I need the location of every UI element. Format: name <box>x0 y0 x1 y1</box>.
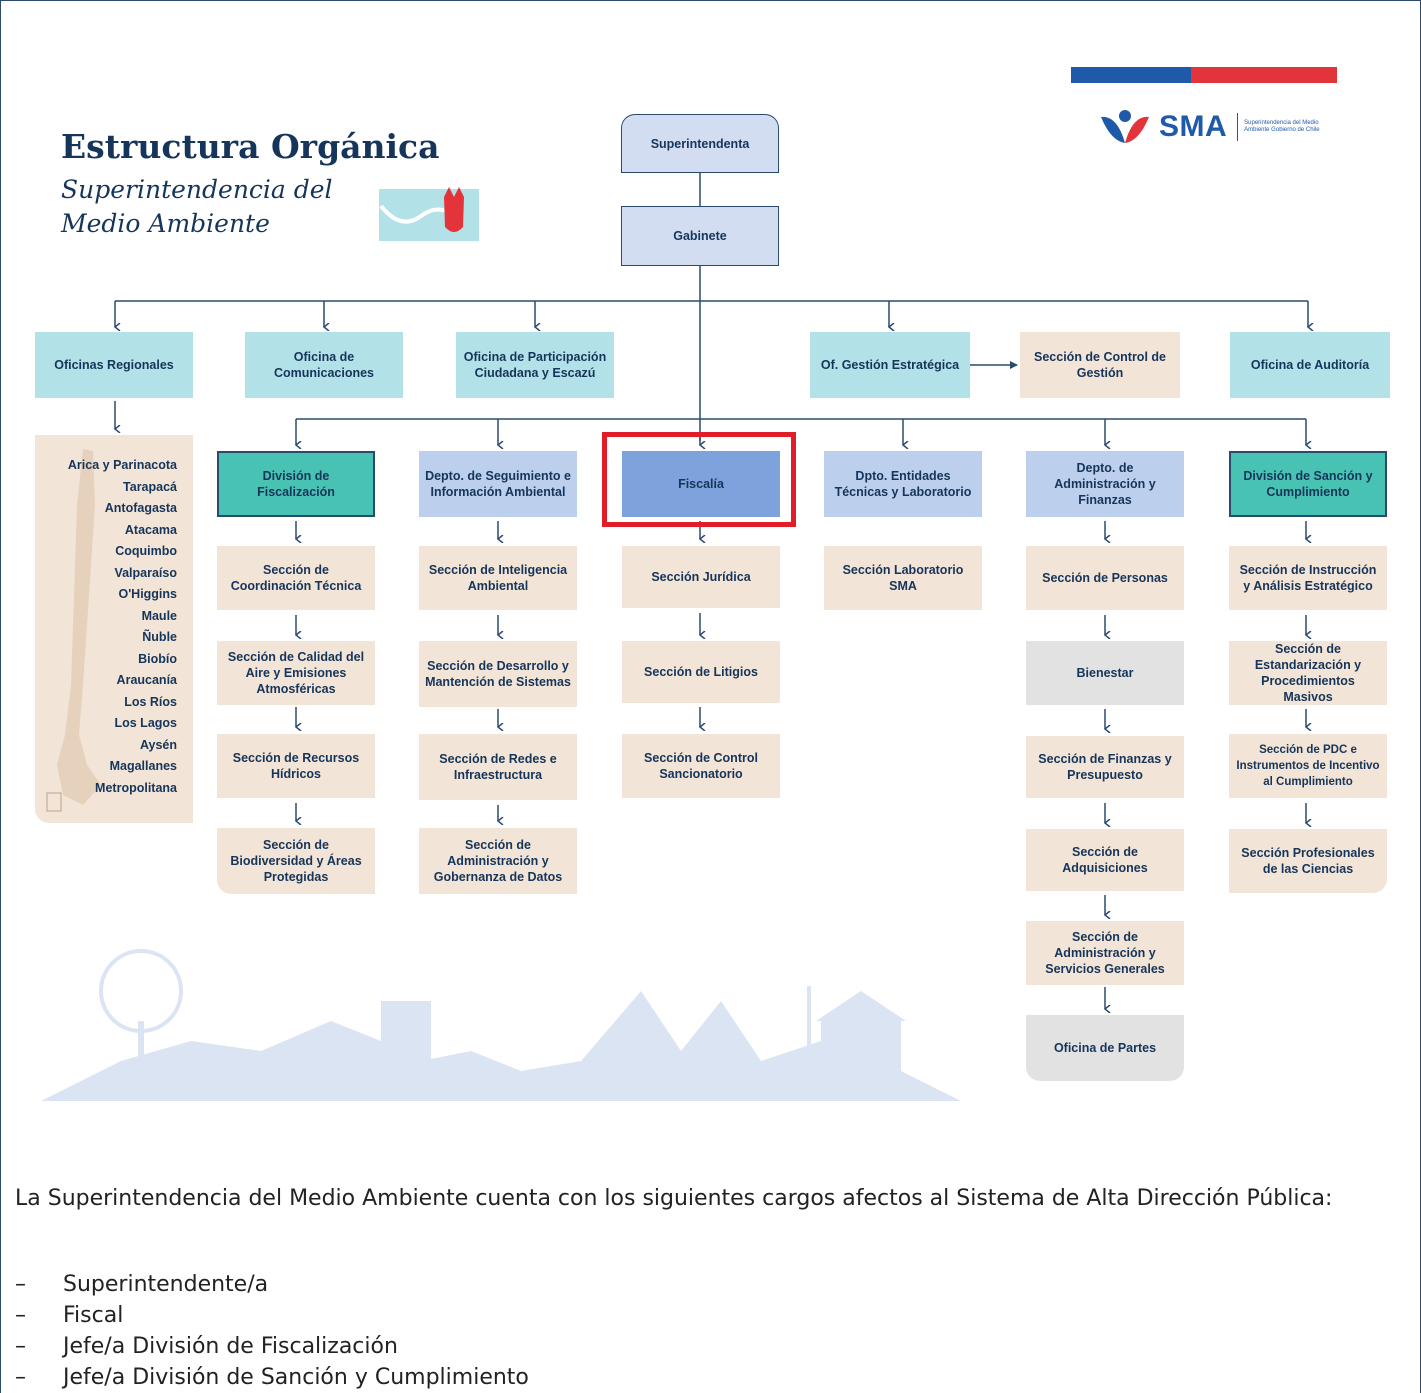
region-item: Biobío <box>138 651 177 666</box>
list-dash: – <box>15 1272 26 1297</box>
list-dash: – <box>15 1334 26 1359</box>
box-seccion-biodiversidad: Sección de Biodiversidad y Áreas Protegi… <box>217 828 375 894</box>
adp-positions-list: – Superintendente/a – Fiscal – Jefe/a Divisió… <box>15 1269 529 1393</box>
page-title: Estructura Orgánica <box>61 127 440 166</box>
box-gestion-estrategica: Of. Gestión Estratégica <box>810 332 970 398</box>
box-seccion-juridica: Sección Jurídica <box>622 546 780 608</box>
adp-position-label: Superintendente/a <box>63 1272 269 1297</box>
adp-position-label: Jefe/a División de Fiscalización <box>63 1334 398 1359</box>
box-seccion-calidad-aire: Sección de Calidad del Aire y Emisiones … <box>217 641 375 705</box>
box-seccion-redes: Sección de Redes e Infraestructura <box>419 734 577 800</box>
region-item: Tarapacá <box>123 479 177 494</box>
adp-position-item: – Jefe/a División de Fiscalización <box>15 1331 529 1362</box>
box-seccion-finanzas: Sección de Finanzas y Presupuesto <box>1026 736 1184 798</box>
box-oficina-partes: Oficina de Partes <box>1026 1015 1184 1081</box>
box-seccion-adquisiciones: Sección de Adquisiciones <box>1026 829 1184 891</box>
box-seccion-inteligencia: Sección de Inteligencia Ambiental <box>419 546 577 610</box>
region-item: Ñuble <box>142 630 177 644</box>
box-depto-administracion: Depto. de Administración y Finanzas <box>1026 451 1184 517</box>
box-division-sancion: División de Sanción y Cumplimiento <box>1229 451 1387 517</box>
region-item: Magallanes <box>109 759 177 773</box>
box-seccion-personas: Sección de Personas <box>1026 546 1184 610</box>
box-seccion-instruccion: Sección de Instrucción y Análisis Estrat… <box>1229 546 1387 610</box>
box-seccion-gobernanza-datos: Sección de Administración y Gobernanza d… <box>419 828 577 894</box>
box-fiscalia: Fiscalía <box>622 451 780 517</box>
region-item: Coquimbo <box>115 544 177 558</box>
adp-position-item: – Jefe/a División de Sanción y Cumplimien… <box>15 1362 529 1393</box>
subtitle-line-2: Medio Ambiente <box>61 209 270 238</box>
chile-map-icon <box>46 449 101 812</box>
region-item: Metropolitana <box>95 780 177 795</box>
region-item: Antofagasta <box>104 501 177 515</box>
box-seccion-profesionales: Sección Profesionales de las Ciencias <box>1229 829 1387 893</box>
region-item: Valparaíso <box>114 565 177 580</box>
region-item: Atacama <box>124 522 177 537</box>
adp-position-item: – Fiscal <box>15 1300 529 1331</box>
box-seccion-control-sancionatorio: Sección de Control Sancionatorio <box>622 734 780 798</box>
region-item: Los Lagos <box>114 716 177 730</box>
region-item: Araucanía <box>116 673 177 687</box>
sma-logo-text: SMA <box>1159 110 1228 143</box>
subtitle-line-1: Superintendencia del <box>61 175 333 204</box>
box-seccion-laboratorio: Sección Laboratorio SMA <box>824 546 982 610</box>
box-oficina-comunicaciones: Oficina de Comunicaciones <box>245 332 403 398</box>
gov-color-bar <box>1071 67 1337 83</box>
sma-logo-tagline: Superintendencia del Medio Ambiente Gobi… <box>1244 120 1320 133</box>
box-dpto-entidades: Dpto. Entidades Técnicas y Laboratorio <box>824 451 982 517</box>
logo-separator <box>1237 113 1239 141</box>
box-seccion-recursos-hidricos: Sección de Recursos Hídricos <box>217 734 375 798</box>
sma-logo: SMA Superintendencia del Medio Ambiente … <box>1097 105 1324 149</box>
box-control-gestion: Sección de Control de Gestión <box>1020 332 1180 398</box>
region-item: Arica y Parinacota <box>67 458 177 472</box>
body-paragraph: La Superintendencia del Medio Ambiente c… <box>15 1186 1333 1211</box>
box-superintendenta: Superintendenta <box>621 114 779 173</box>
box-oficinas-regionales: Oficinas Regionales <box>35 332 193 398</box>
page-subtitle: Superintendencia del Medio Ambiente <box>61 173 333 241</box>
list-dash: – <box>15 1365 26 1390</box>
region-item: Maule <box>141 608 177 623</box>
adp-position-label: Jefe/a División de Sanción y Cumplimient… <box>63 1365 529 1390</box>
list-dash: – <box>15 1303 26 1328</box>
box-seccion-litigios: Sección de Litigios <box>622 641 780 703</box>
box-seccion-pdc: Sección de PDC e Instrumentos de Incenti… <box>1229 734 1387 798</box>
box-oficina-auditoria: Oficina de Auditoría <box>1230 332 1390 398</box>
adp-position-item: – Superintendente/a <box>15 1269 529 1300</box>
region-item: Los Ríos <box>124 694 177 709</box>
box-seccion-servicios-generales: Sección de Administración y Servicios Ge… <box>1026 921 1184 985</box>
box-seccion-desarrollo-sistemas: Sección de Desarrollo y Mantención de Si… <box>419 641 577 707</box>
box-gabinete: Gabinete <box>621 206 779 266</box>
box-seccion-coordinacion: Sección de Coordinación Técnica <box>217 546 375 610</box>
box-depto-seguimiento: Depto. de Seguimiento e Información Ambi… <box>419 451 577 517</box>
region-item: O'Higgins <box>118 587 177 601</box>
region-item: Aysén <box>139 737 177 752</box>
box-bienestar: Bienestar <box>1026 641 1184 705</box>
box-division-fiscalizacion: División de Fiscalización <box>217 451 375 517</box>
box-seccion-estandarizacion: Sección de Estandarización y Procedimien… <box>1229 641 1387 705</box>
sma-leaf-icon <box>1101 110 1149 143</box>
adp-position-label: Fiscal <box>63 1303 124 1328</box>
fiscalia-highlight-frame <box>602 432 796 527</box>
box-oficina-participacion: Oficina de Participación Ciudadana y Esc… <box>456 332 614 398</box>
